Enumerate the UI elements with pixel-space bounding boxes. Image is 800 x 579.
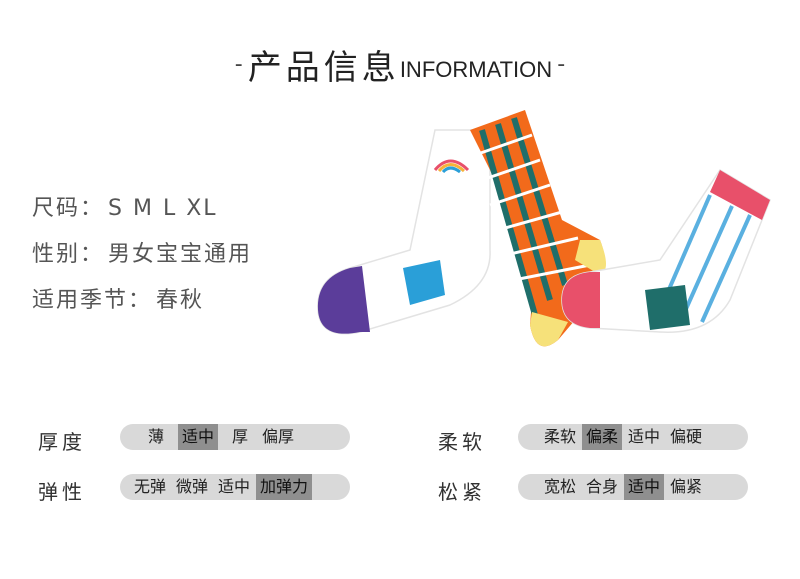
softness-scale: 柔软 偏柔 适中 偏硬 [518,424,748,450]
spec-gender-label: 性别： [32,242,105,267]
elasticity-scale: 无弹 微弹 适中 加弹力 [120,474,350,500]
thickness-label: 厚度 [38,430,86,454]
softness-option-medium: 适中 [628,427,661,446]
spec-size-label: 尺码： [32,196,105,221]
thickness-option-medium: 适中 [178,424,219,450]
elasticity-option-medium: 适中 [218,477,251,496]
softness-option-soft: 柔软 [544,427,577,446]
softness-option-rather-soft: 偏柔 [582,424,623,450]
title-english: INFORMATION [399,57,553,82]
fit-option-loose: 宽松 [544,477,577,496]
spec-size-value: S M L XL [108,196,218,221]
fit-option-fitted: 合身 [586,477,619,496]
title-chinese: 产品信息 [247,48,400,88]
title-dash-right: - [557,52,566,77]
page-title: - 产品信息INFORMATION - [0,40,800,89]
fit-scale: 宽松 合身 适中 偏紧 [518,474,748,500]
spec-size: 尺码：S M L XL [32,190,218,222]
white-rainbow-sock [317,129,491,335]
title-dash-left: - [234,52,243,77]
spec-season-value: 春秋 [156,288,205,313]
softness-label: 柔软 [438,430,486,454]
elasticity-option-none: 无弹 [134,477,167,496]
fit-label: 松紧 [438,480,486,504]
striped-sock [561,168,771,333]
socks-product-image [317,110,771,347]
thickness-option-thin: 薄 [148,427,165,446]
thickness-option-extra-thick: 偏厚 [262,427,295,446]
softness-option-rather-hard: 偏硬 [670,427,703,446]
spec-gender: 性别：男女宝宝通用 [32,236,252,268]
thickness-scale: 薄 适中 厚 偏厚 [120,424,350,450]
elasticity-option-extra: 加弹力 [256,474,313,500]
thickness-option-thick: 厚 [232,427,249,446]
fit-option-tight: 偏紧 [670,477,703,496]
spec-season: 适用季节：春秋 [32,282,204,314]
fit-option-medium: 适中 [624,474,665,500]
elasticity-label: 弹性 [38,480,86,504]
spec-season-label: 适用季节： [32,288,153,313]
spec-gender-value: 男女宝宝通用 [108,242,253,267]
elasticity-option-slight: 微弹 [176,477,209,496]
